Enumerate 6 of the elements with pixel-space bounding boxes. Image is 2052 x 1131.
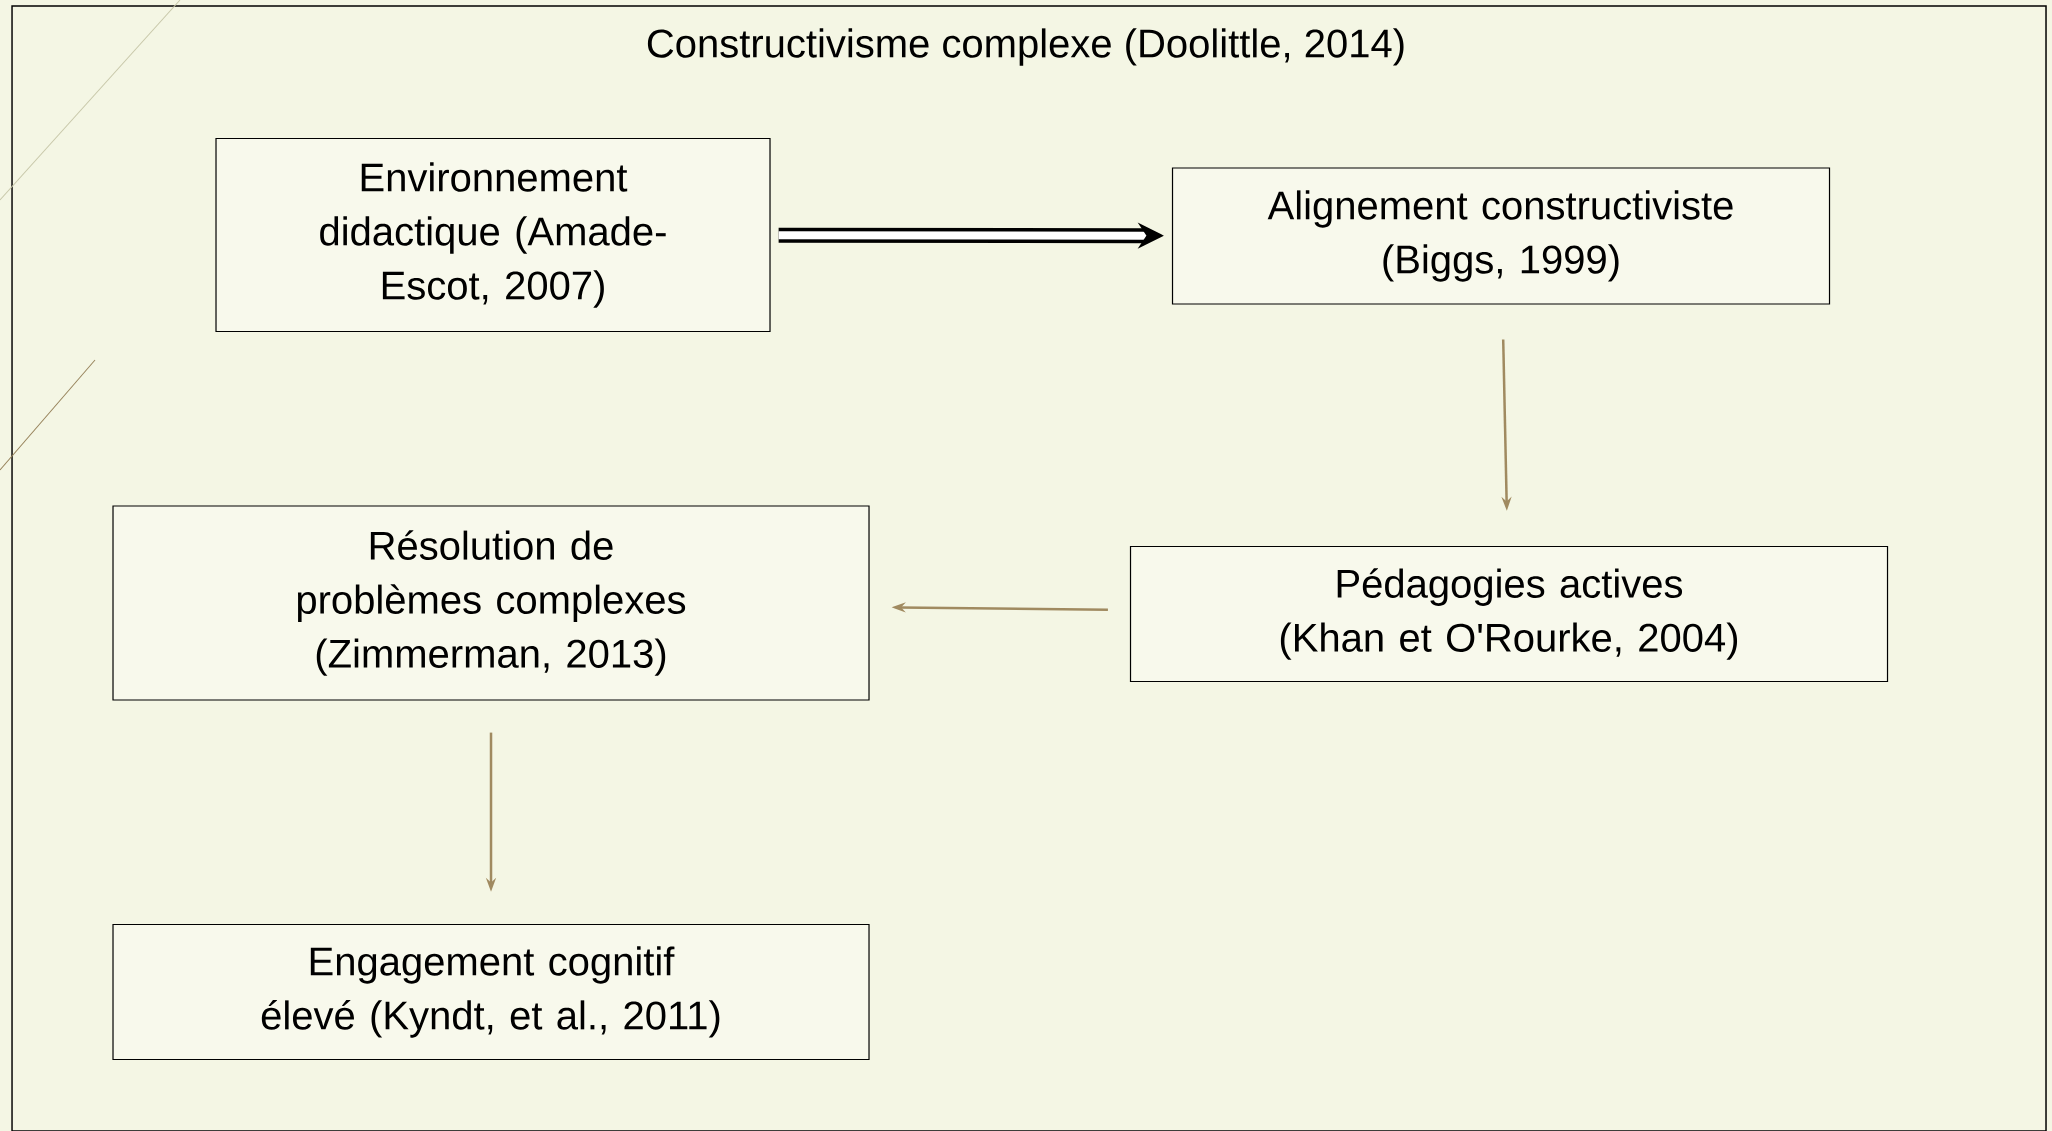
text-box: Résolution de problèmes complexes (Zimmerman, 2013) — [112, 505, 870, 701]
text-box: Engagement cognitif élevé (Kyndt, et al., 2011) — [112, 923, 870, 1061]
title: Constructivisme complexe (Doolittle, 2014) — [647, 28, 1404, 66]
text-box: Environnement didactique (Amade-Escot, 2007) — [215, 137, 771, 333]
text-box: Alignement constructiviste (Biggs, 1999) — [1171, 167, 1831, 305]
text-box: Pédagogies actives (Khan et O'Rourke, 2004) — [1129, 545, 1889, 683]
